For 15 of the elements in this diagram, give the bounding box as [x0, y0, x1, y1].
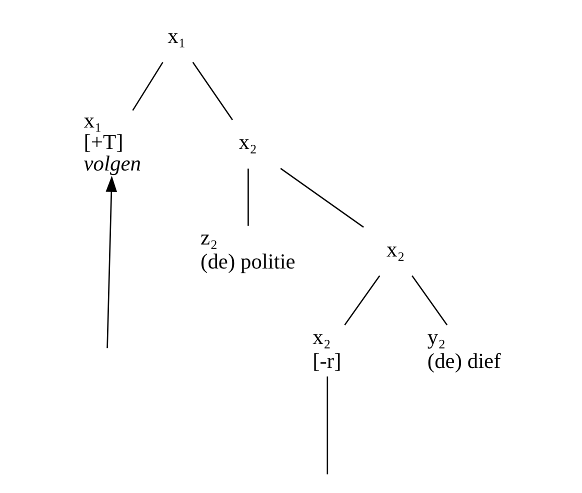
connector — [247, 168, 248, 226]
node-text: x₂ — [386, 238, 404, 262]
node-text: x₂ — [238, 130, 257, 154]
node-text: x₁ [+T] volgen — [83, 108, 140, 176]
node-text: z₂ (de) politie — [200, 225, 295, 274]
arrow — [105, 176, 117, 348]
node-text: x₂ [-r] — [312, 324, 341, 373]
node-text: x₁ — [167, 24, 186, 48]
connector — [280, 168, 364, 228]
node-text: y₂ (de) dief — [426, 324, 500, 373]
connector — [326, 376, 328, 474]
connector — [344, 275, 380, 326]
connector — [192, 62, 233, 120]
connector — [411, 275, 448, 326]
connector — [132, 62, 163, 111]
